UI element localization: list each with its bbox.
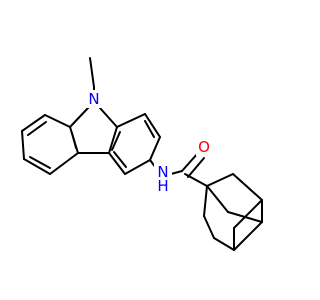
bond-ethyl-ch3 [89, 57, 95, 88]
nitrogen-carbazole-label: N [88, 90, 99, 108]
oxygen-carbonyl-label: O [198, 138, 210, 156]
bond-c4-c4b [49, 152, 79, 175]
bond-c8a-c8 [116, 113, 146, 128]
bond-c8-c7-inner [144, 120, 155, 138]
structure-canvas: N N H O [21, 57, 263, 251]
bond-ad-2 [232, 173, 263, 201]
bond-c1-c2 [21, 114, 46, 132]
bond-ad-1 [206, 173, 234, 187]
hydrogen-amide-label: H [157, 177, 168, 195]
bond-c5-c4a-inner [113, 151, 127, 168]
bond-c8a-c4a-inner [111, 131, 121, 151]
bond-n9-c9a [69, 107, 89, 128]
bond-ad-8 [206, 185, 229, 213]
bond-c9a-c1 [44, 114, 71, 128]
bond-carbonyl-adamantyl [184, 173, 208, 187]
nitrogen-amide-label: N [157, 163, 168, 181]
bond-ad-11 [233, 199, 263, 229]
bond-carbonyl-o-b [187, 157, 205, 178]
bond-ad-4 [203, 185, 208, 217]
bond-c3-c4-inner [29, 156, 51, 169]
bond-c4a-c8a [108, 126, 118, 154]
ethyl-group [89, 57, 95, 93]
bond-c8-c7 [144, 113, 161, 138]
bond-c2-c3 [21, 130, 25, 160]
atom-n-carbazole: N [87, 90, 101, 108]
bond-ad-5 [203, 215, 215, 239]
atom-o-carbonyl: O [196, 138, 212, 156]
bond-c5-c4a [108, 152, 126, 175]
atom-nh-amide: N H [154, 162, 172, 195]
bond-c6-c5 [124, 159, 151, 175]
adamantane-cage [203, 173, 263, 251]
bond-c1-c2-inner [27, 121, 47, 136]
bond-nh-carbonyl [170, 170, 183, 175]
bond-c3-c4 [23, 158, 51, 175]
bond-c7-c6 [149, 136, 161, 161]
bond-carbonyl-o-a [181, 152, 199, 172]
carbazole-core [21, 107, 161, 175]
molecule-diagram: N N H O [21, 57, 263, 251]
bond-ad-7 [233, 221, 263, 251]
bond-ad-6 [213, 237, 235, 251]
bond-c8a-n9 [99, 107, 118, 128]
bond-c9a-c4b-inner [71, 132, 77, 149]
